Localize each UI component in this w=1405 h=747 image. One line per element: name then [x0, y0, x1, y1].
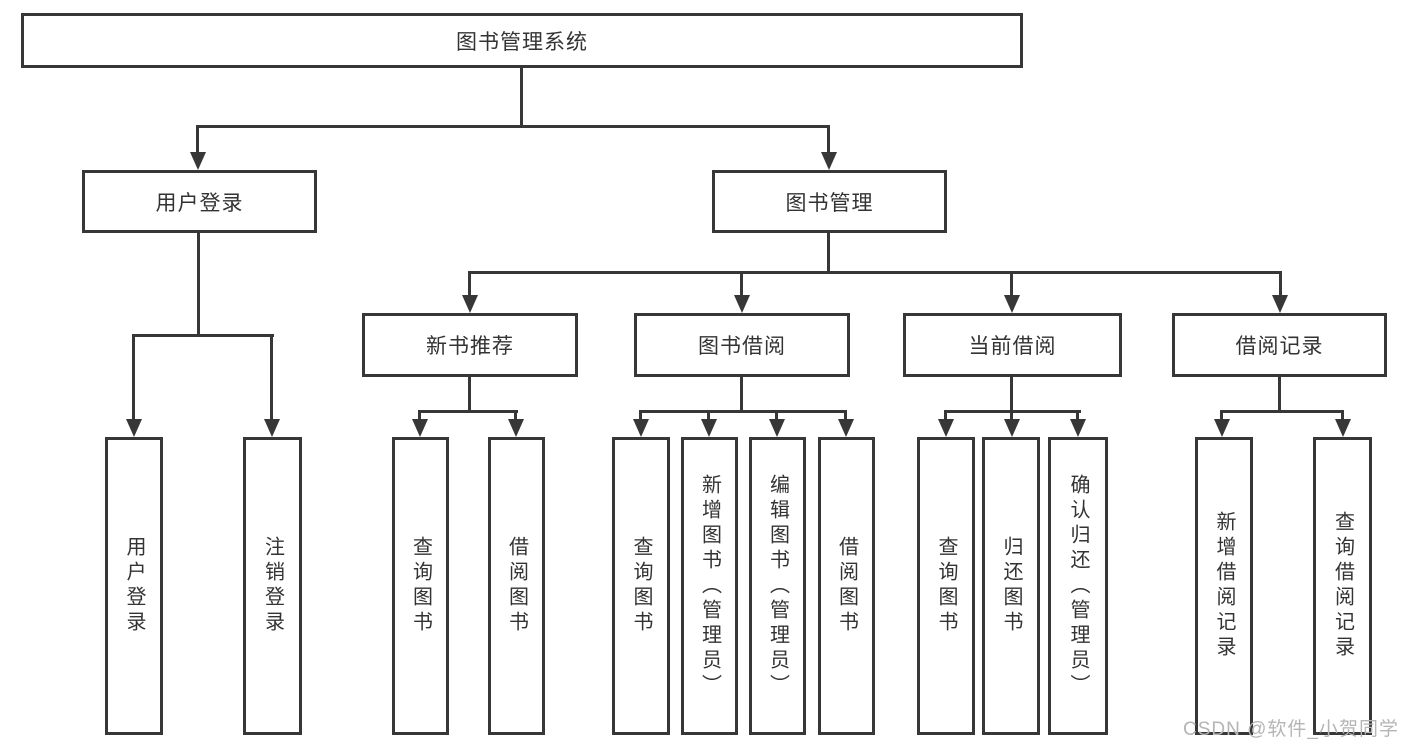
- node-label: 用户登录: [155, 191, 244, 215]
- connector-borrow-records-stem: [1278, 377, 1281, 413]
- node-current-borrow: 当前借阅: [903, 313, 1122, 377]
- connector-drop-leaf-logout: [270, 334, 273, 420]
- leaf-label: 新增借阅记录: [1213, 511, 1235, 661]
- leaf-user-login: 用户登录: [105, 437, 163, 735]
- leaf-label: 用户登录: [123, 536, 145, 636]
- leaf-logout: 注销登录: [243, 437, 302, 735]
- node-new-book-recommend: 新书推荐: [362, 313, 578, 377]
- connector-drop-c2: [707, 410, 710, 422]
- node-library-management-system: 图书管理系统: [21, 13, 1023, 68]
- arrowhead-b1: [412, 419, 428, 437]
- connector-drop-d3: [1076, 410, 1079, 422]
- arrowhead-user-login: [190, 152, 206, 170]
- connector-drop-e1: [1220, 410, 1223, 422]
- leaf-query-books-current: 查询图书: [917, 437, 975, 735]
- arrowhead-d2: [1004, 419, 1020, 437]
- arrowhead-leaf-logout: [264, 419, 280, 437]
- connector-drop-e2: [1341, 410, 1344, 422]
- node-book-management: 图书管理: [712, 170, 947, 233]
- arrowhead-new-book: [462, 295, 478, 313]
- leaf-label: 借阅图书: [835, 536, 858, 636]
- csdn-watermark: CSDN @软件_小贺同学: [1183, 719, 1399, 740]
- node-borrow-records: 借阅记录: [1172, 313, 1387, 377]
- connector-drop-d2: [1010, 410, 1013, 422]
- arrowhead-c4: [838, 419, 854, 437]
- arrowhead-book-management: [821, 152, 837, 170]
- leaf-borrow-books-newbook: 借阅图书: [488, 437, 545, 735]
- connector-new-book-stem: [468, 377, 471, 413]
- leaf-query-borrow-record: 查询借阅记录: [1313, 437, 1372, 735]
- node-label: 图书借阅: [698, 335, 786, 358]
- arrowhead-e1: [1214, 419, 1230, 437]
- connector-drop-c4: [844, 410, 847, 422]
- leaf-add-books-admin: 新增图书（管理员）: [681, 437, 738, 735]
- leaf-label: 查询图书: [409, 536, 432, 636]
- arrowhead-book-borrow: [734, 295, 750, 313]
- connector-drop-book-borrow: [740, 271, 743, 297]
- arrowhead-c2: [701, 419, 717, 437]
- arrowhead-b2: [508, 419, 524, 437]
- arrowhead-leaf-user-login: [126, 419, 142, 437]
- node-book-borrow: 图书借阅: [634, 313, 850, 377]
- connector-book-borrow-bar: [639, 410, 847, 413]
- connector-level1-bar: [196, 125, 830, 128]
- leaf-query-books-borrow: 查询图书: [612, 437, 670, 735]
- leaf-label: 新增图书（管理员）: [698, 473, 721, 699]
- leaf-query-books-newbook: 查询图书: [392, 437, 449, 735]
- arrowhead-d3: [1070, 419, 1086, 437]
- connector-drop-b1: [418, 410, 421, 422]
- node-label: 图书管理系统: [456, 30, 588, 54]
- node-label: 图书管理: [785, 191, 874, 215]
- connector-drop-current-borrow: [1010, 271, 1013, 297]
- connector-user-login-stem: [197, 233, 200, 337]
- leaf-label: 确认归还（管理员）: [1067, 473, 1089, 699]
- connector-book-borrow-stem: [740, 377, 743, 413]
- arrowhead-e2: [1335, 419, 1351, 437]
- node-user-login: 用户登录: [82, 170, 317, 233]
- leaf-label: 查询图书: [935, 536, 957, 636]
- arrowhead-current-borrow: [1004, 295, 1020, 313]
- leaf-label: 查询借阅记录: [1331, 511, 1354, 661]
- leaf-label: 查询图书: [630, 536, 652, 636]
- connector-drop-leaf-user-login: [132, 334, 135, 420]
- leaf-add-borrow-record: 新增借阅记录: [1195, 437, 1253, 735]
- connector-drop-c1: [639, 410, 642, 422]
- arrowhead-c1: [633, 419, 649, 437]
- node-label: 新书推荐: [426, 335, 514, 358]
- leaf-return-books: 归还图书: [982, 437, 1040, 735]
- leaf-confirm-return-admin: 确认归还（管理员）: [1048, 437, 1108, 735]
- connector-drop-d1: [944, 410, 947, 422]
- connector-drop-borrow-records: [1279, 271, 1282, 297]
- leaf-label: 编辑图书（管理员）: [766, 473, 789, 699]
- connector-level3-bar: [468, 271, 1282, 274]
- connector-drop-new-book: [468, 271, 471, 297]
- arrowhead-d1: [938, 419, 954, 437]
- node-label: 借阅记录: [1235, 335, 1324, 358]
- connector-drop-book-management: [827, 125, 830, 154]
- leaf-borrow-books: 借阅图书: [818, 437, 875, 735]
- leaf-edit-books-admin: 编辑图书（管理员）: [749, 437, 806, 735]
- arrowhead-borrow-records: [1272, 295, 1288, 313]
- arrowhead-c3: [769, 419, 785, 437]
- connector-borrow-records-bar: [1220, 410, 1344, 413]
- leaf-label: 注销登录: [261, 536, 284, 636]
- leaf-label: 借阅图书: [505, 536, 528, 636]
- connector-drop-c3: [775, 410, 778, 422]
- leaf-label: 归还图书: [1000, 536, 1022, 636]
- connector-drop-b2: [514, 410, 517, 422]
- connector-current-borrow-stem: [1010, 377, 1013, 413]
- connector-book-management-stem: [827, 233, 830, 274]
- connector-root-stem: [520, 68, 523, 128]
- connector-drop-user-login: [196, 125, 199, 154]
- connector-new-book-bar: [418, 410, 518, 413]
- node-label: 当前借阅: [968, 335, 1057, 358]
- connector-user-login-bar: [132, 334, 274, 337]
